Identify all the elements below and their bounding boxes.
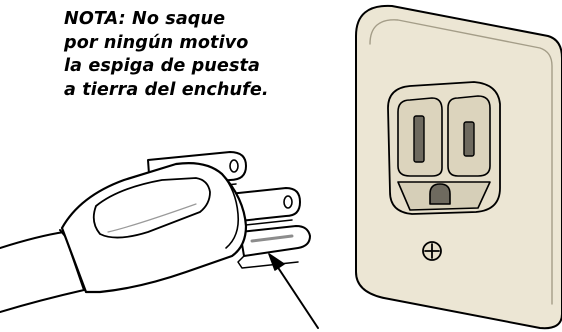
note-text: NOTA: No saque por ningún motivo la espi… [64,8,269,102]
outlet-icon [355,4,562,330]
plug-icon [0,151,311,313]
outlet-left-slot [413,115,425,163]
plug-ground-pin [239,225,311,257]
wall-plate-bevel [369,19,553,305]
note-line-3: la espiga de puesta [64,56,261,76]
plug-panel [92,177,211,239]
note-line-2: por ningún motivo [64,32,249,53]
note-line-4: a tierra del enchufe. [64,79,269,100]
plate-screw-icon [422,241,442,261]
arrow-pointer-icon [268,253,319,329]
outlet-ground-hole [429,183,451,205]
plug-cord [0,231,85,313]
note-line-1: NOTA: No saque [64,9,226,29]
outlet-right-slot [463,121,475,157]
